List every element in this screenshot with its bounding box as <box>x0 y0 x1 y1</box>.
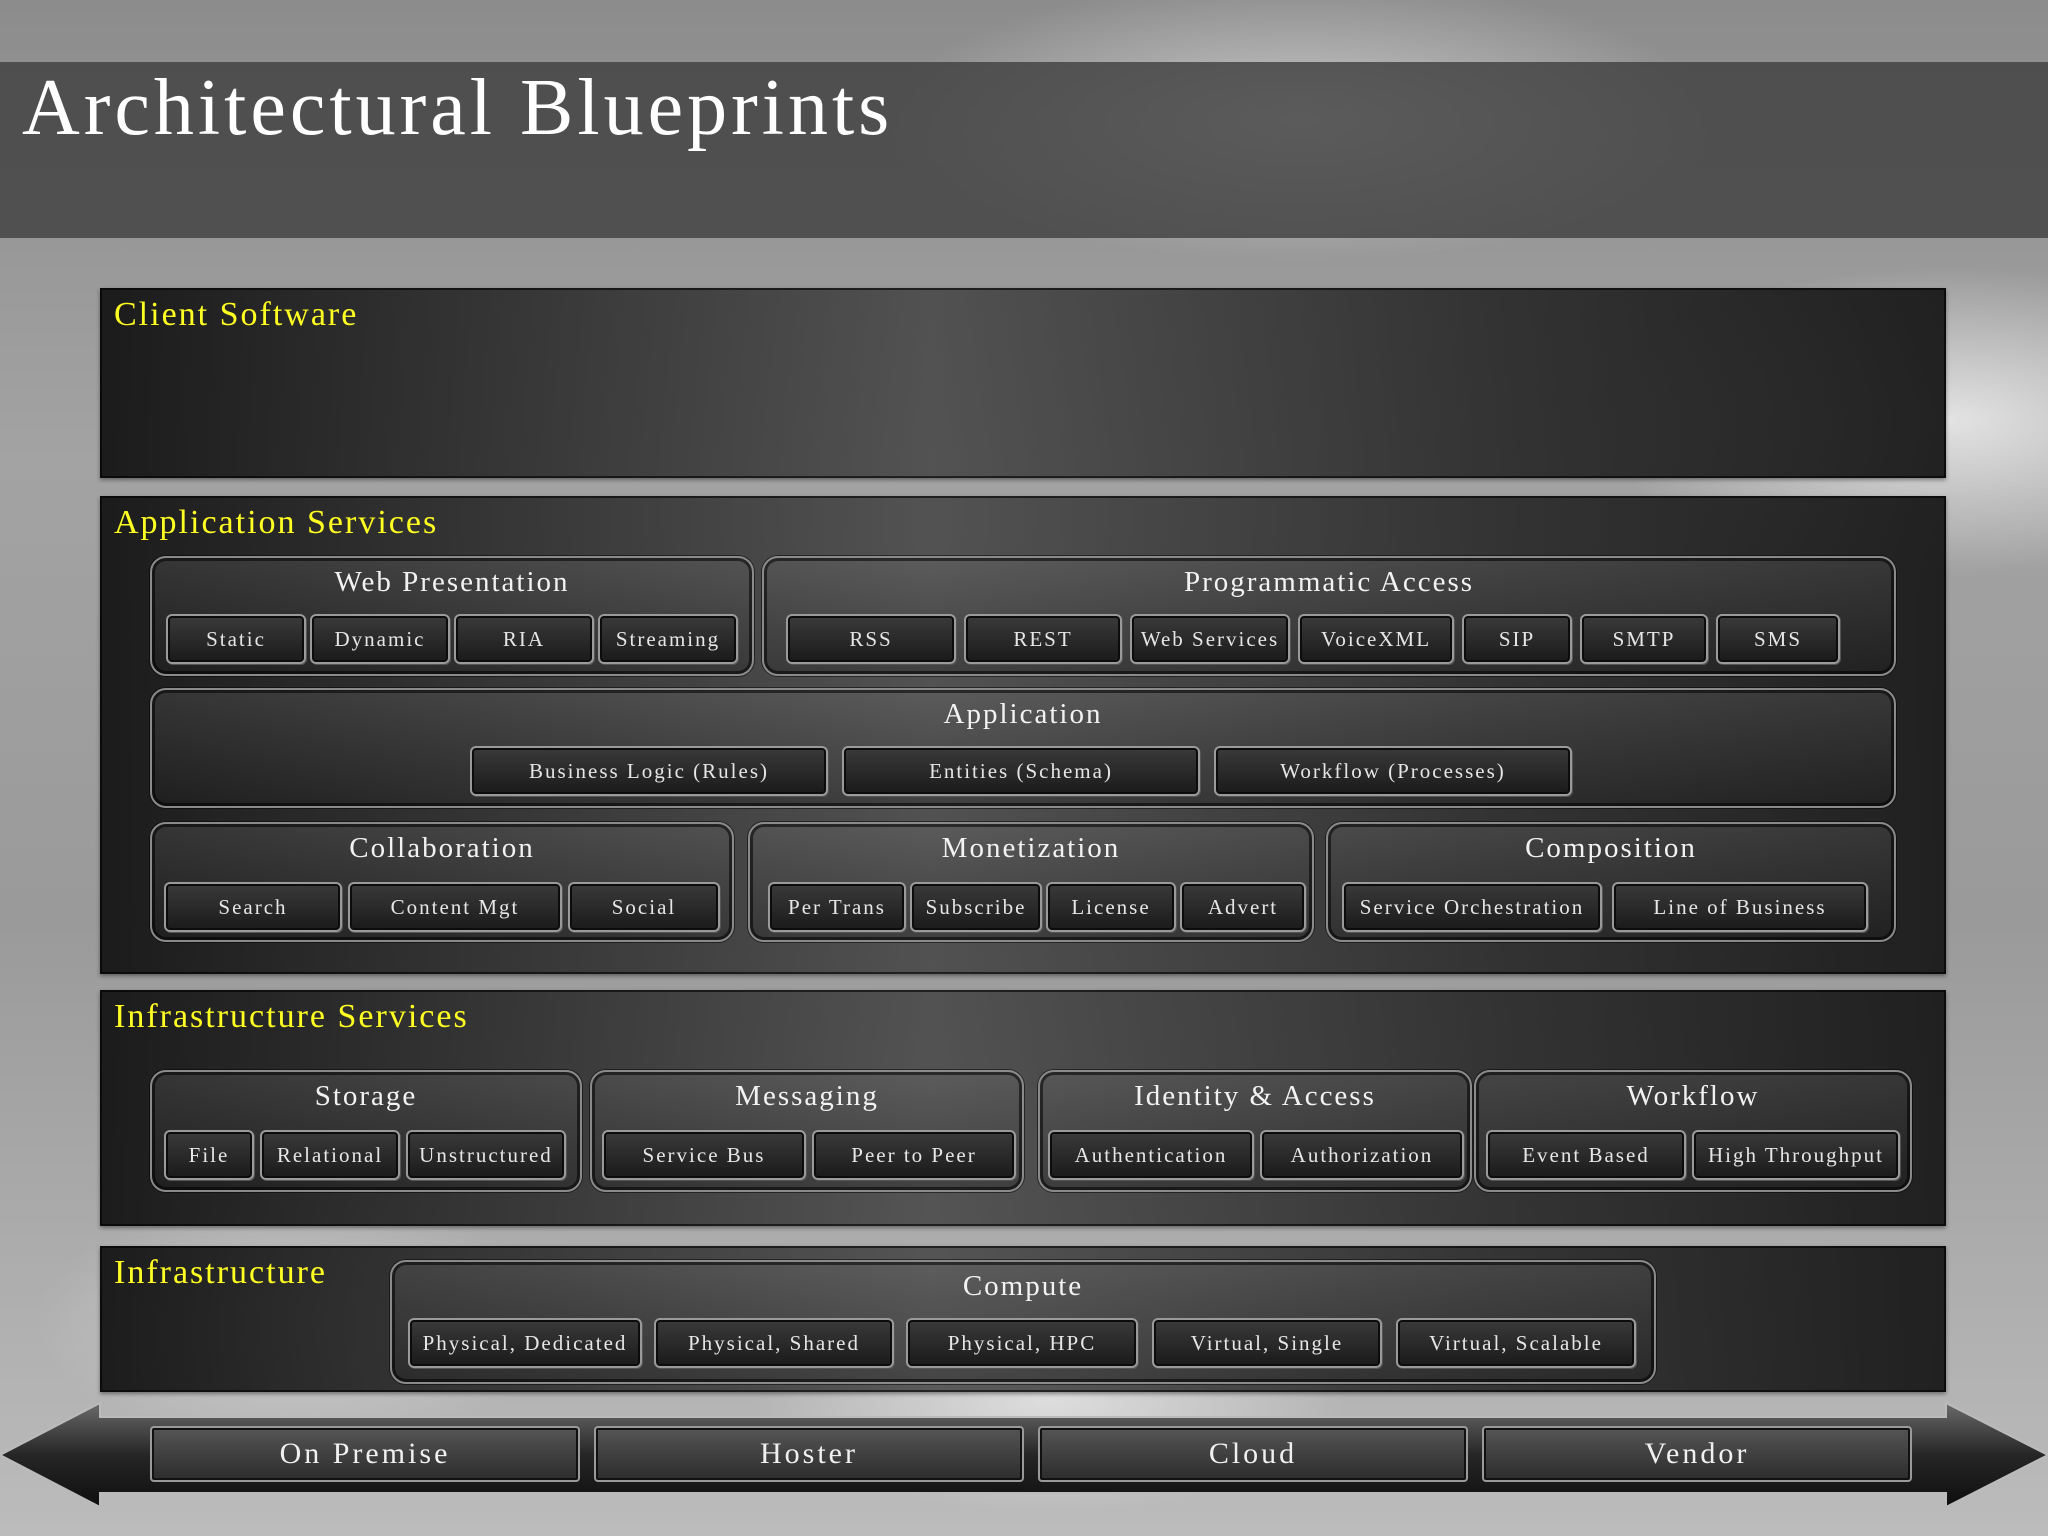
infrastructure-label: Infrastructure <box>114 1254 328 1291</box>
programmatic-access-rest[interactable]: REST <box>964 614 1122 664</box>
application-workflow[interactable]: Workflow (Processes) <box>1214 746 1572 796</box>
programmatic-access-title: Programmatic Access <box>1183 566 1475 598</box>
storage-unstructured[interactable]: Unstructured <box>406 1130 566 1180</box>
programmatic-access-web-services[interactable]: Web Services <box>1130 614 1290 664</box>
compute-virtual-scalable[interactable]: Virtual, Scalable <box>1396 1318 1636 1368</box>
compute-physical-dedicated[interactable]: Physical, Dedicated <box>408 1318 642 1368</box>
collaboration-search[interactable]: Search <box>164 882 342 932</box>
deployment-on-premise[interactable]: On Premise <box>150 1426 580 1482</box>
programmatic-access-smtp[interactable]: SMTP <box>1580 614 1708 664</box>
compute-physical-shared[interactable]: Physical, Shared <box>654 1318 894 1368</box>
programmatic-access-group: Programmatic Access RSS REST Web Service… <box>762 556 1896 676</box>
programmatic-access-voicexml[interactable]: VoiceXML <box>1298 614 1454 664</box>
messaging-group: Messaging Service Bus Peer to Peer <box>590 1070 1024 1192</box>
compute-title: Compute <box>962 1270 1084 1302</box>
monetization-advert[interactable]: Advert <box>1180 882 1306 932</box>
monetization-title: Monetization <box>941 832 1121 864</box>
web-presentation-streaming[interactable]: Streaming <box>598 614 738 664</box>
workflow-high-throughput[interactable]: High Throughput <box>1692 1130 1900 1180</box>
monetization-license[interactable]: License <box>1046 882 1176 932</box>
application-group: Application Business Logic (Rules) Entit… <box>150 688 1896 808</box>
composition-group: Composition Service Orchestration Line o… <box>1326 822 1896 942</box>
client-software-band: Client Software <box>100 288 1946 478</box>
compute-virtual-single[interactable]: Virtual, Single <box>1152 1318 1382 1368</box>
identity-access-group: Identity & Access Authentication Authori… <box>1038 1070 1472 1192</box>
identity-access-title: Identity & Access <box>1134 1080 1376 1112</box>
title-bar: Architectural Blueprints <box>0 62 2048 238</box>
workflow-group: Workflow Event Based High Throughput <box>1474 1070 1912 1192</box>
page-title: Architectural Blueprints <box>22 64 894 152</box>
infrastructure-services-label: Infrastructure Services <box>114 998 469 1035</box>
collaboration-group: Collaboration Search Content Mgt Social <box>150 822 734 942</box>
web-presentation-dynamic[interactable]: Dynamic <box>310 614 450 664</box>
collaboration-content-mgt[interactable]: Content Mgt <box>348 882 562 932</box>
monetization-group: Monetization Per Trans Subscribe License… <box>748 822 1314 942</box>
workflow-title: Workflow <box>1626 1080 1760 1112</box>
monetization-subscribe[interactable]: Subscribe <box>910 882 1042 932</box>
identity-authentication[interactable]: Authentication <box>1048 1130 1254 1180</box>
collaboration-social[interactable]: Social <box>568 882 720 932</box>
infrastructure-services-band: Infrastructure Services Storage File Rel… <box>100 990 1946 1226</box>
programmatic-access-sms[interactable]: SMS <box>1716 614 1840 664</box>
deployment-hoster[interactable]: Hoster <box>594 1426 1024 1482</box>
web-presentation-title: Web Presentation <box>334 566 570 598</box>
identity-authorization[interactable]: Authorization <box>1260 1130 1464 1180</box>
compute-physical-hpc[interactable]: Physical, HPC <box>906 1318 1138 1368</box>
client-software-label: Client Software <box>114 296 359 333</box>
web-presentation-static[interactable]: Static <box>166 614 306 664</box>
messaging-peer-to-peer[interactable]: Peer to Peer <box>812 1130 1016 1180</box>
application-services-label: Application Services <box>114 504 439 541</box>
composition-line-of-business[interactable]: Line of Business <box>1612 882 1868 932</box>
application-title: Application <box>943 698 1103 730</box>
web-presentation-group: Web Presentation Static Dynamic RIA Stre… <box>150 556 754 676</box>
storage-group: Storage File Relational Unstructured <box>150 1070 582 1192</box>
compute-group: Compute Physical, Dedicated Physical, Sh… <box>390 1260 1656 1384</box>
messaging-title: Messaging <box>735 1080 879 1112</box>
application-services-band: Application Services Web Presentation St… <box>100 496 1946 974</box>
deployment-vendor[interactable]: Vendor <box>1482 1426 1912 1482</box>
programmatic-access-rss[interactable]: RSS <box>786 614 956 664</box>
infrastructure-band: Infrastructure Compute Physical, Dedicat… <box>100 1246 1946 1392</box>
workflow-event-based[interactable]: Event Based <box>1486 1130 1686 1180</box>
storage-title: Storage <box>314 1080 418 1112</box>
web-presentation-ria[interactable]: RIA <box>454 614 594 664</box>
application-entities[interactable]: Entities (Schema) <box>842 746 1200 796</box>
composition-title: Composition <box>1525 832 1697 864</box>
monetization-per-trans[interactable]: Per Trans <box>768 882 906 932</box>
messaging-service-bus[interactable]: Service Bus <box>602 1130 806 1180</box>
programmatic-access-sip[interactable]: SIP <box>1462 614 1572 664</box>
application-business-logic[interactable]: Business Logic (Rules) <box>470 746 828 796</box>
deployment-cloud[interactable]: Cloud <box>1038 1426 1468 1482</box>
collaboration-title: Collaboration <box>349 832 535 864</box>
composition-service-orchestration[interactable]: Service Orchestration <box>1342 882 1602 932</box>
storage-file[interactable]: File <box>164 1130 254 1180</box>
storage-relational[interactable]: Relational <box>260 1130 400 1180</box>
